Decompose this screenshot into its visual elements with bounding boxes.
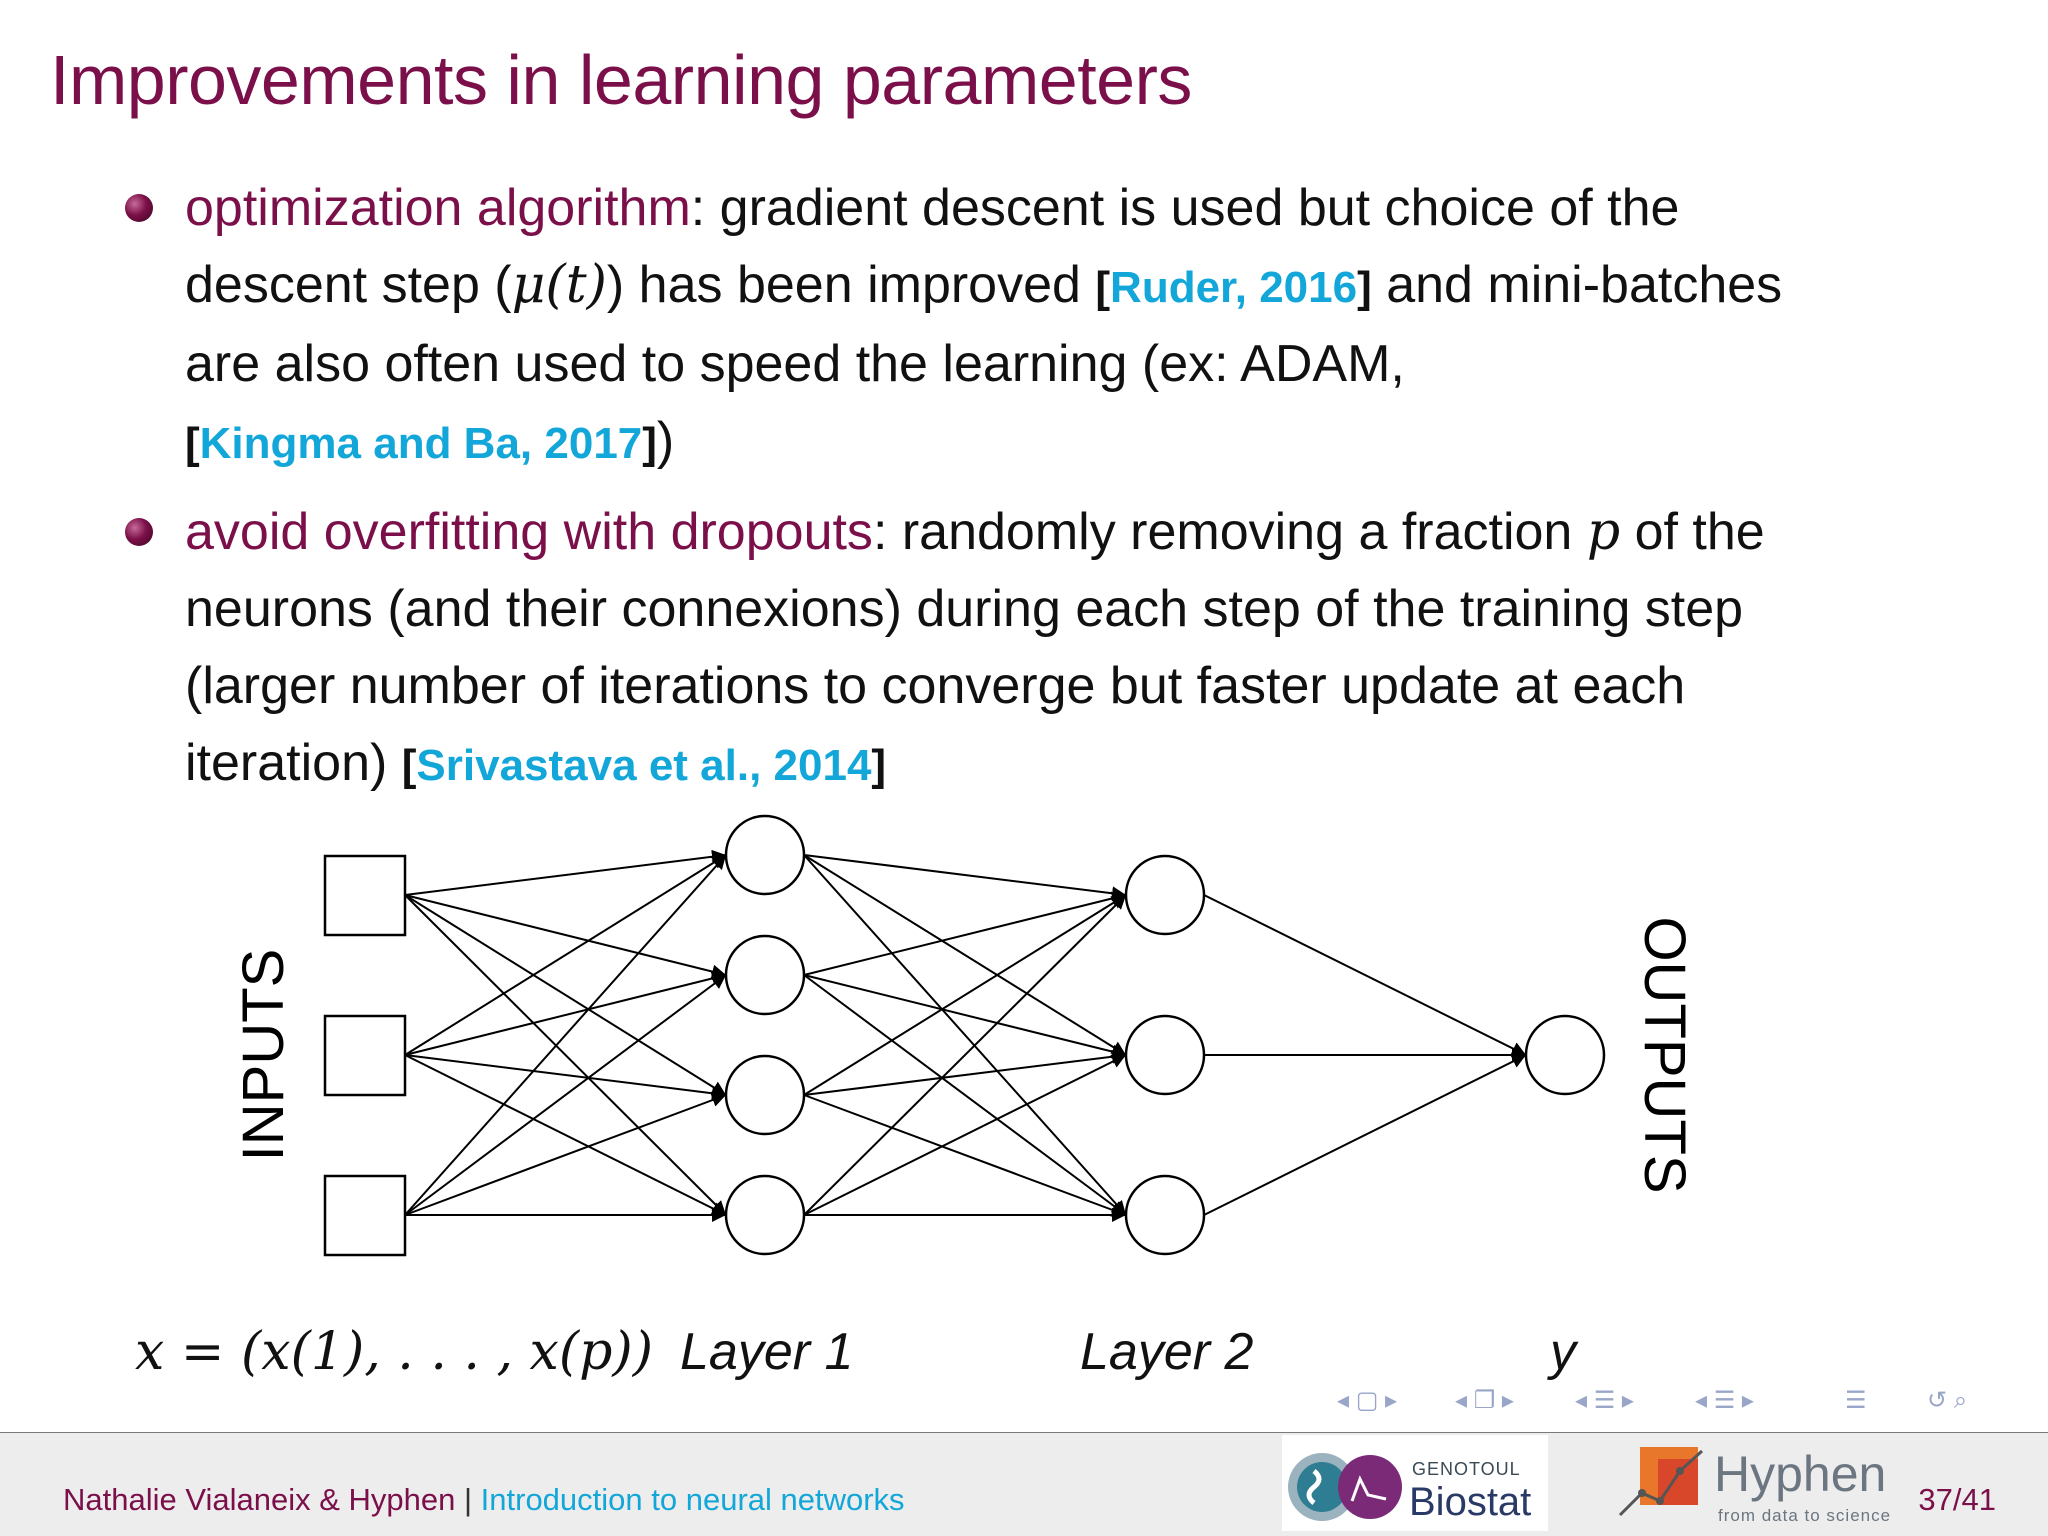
genotoul-biostat-logo: GENOTOUL Biostat [1282, 1435, 1548, 1531]
input-node [323, 1014, 407, 1097]
slide-title: Improvements in learning parameters [50, 41, 1192, 119]
nav-appendix-icon[interactable]: ☰ [1845, 1387, 1867, 1414]
citation-kingma[interactable]: [Kingma and Ba, 2017] [185, 419, 657, 468]
nav-search-icon[interactable]: ↺ ⌕ [1927, 1387, 1968, 1414]
network-edge [1203, 894, 1527, 1056]
network-edge [404, 971, 727, 1056]
bullet-text: (larger number of iterations to converge… [185, 657, 1686, 715]
bullet-text: ) [656, 412, 675, 470]
output-node [1524, 1014, 1606, 1096]
bullet-dot-icon [125, 518, 153, 546]
math-mu-t: μ(t) [511, 255, 607, 315]
network-edge [803, 894, 1127, 1216]
input-node [323, 854, 407, 937]
bullet-keyword: optimization algorithm [185, 179, 691, 237]
network-edge [803, 1094, 1127, 1217]
network-edge [404, 1054, 727, 1101]
network-edge [404, 894, 727, 1216]
bullet-text: iteration) [185, 734, 388, 792]
network-edge [803, 854, 1127, 1056]
network-nodes [323, 814, 1606, 1257]
network-edge [404, 974, 727, 1216]
network-edge [404, 894, 727, 979]
layer1-node [724, 1174, 806, 1256]
nav-section-controls[interactable]: ◂ ☰ ▸ [1575, 1387, 1634, 1414]
inputs-label: INPUTS [231, 949, 296, 1162]
nav-subsection-controls[interactable]: ◂ ❐ ▸ [1455, 1387, 1514, 1414]
network-edge [404, 1054, 727, 1216]
network-edge [803, 1049, 1127, 1096]
network-edge [803, 1054, 1127, 1216]
page-number: 37/41 [1918, 1482, 1996, 1517]
footer-talk-title[interactable]: Introduction to neural networks [480, 1482, 905, 1517]
footer-separator: | [463, 1482, 473, 1517]
hyphen-logo: Hyphen from data to science [1618, 1446, 1891, 1525]
bullet-text: : randomly removing a fraction [872, 503, 1573, 561]
biostat-logo-big-text: Biostat [1409, 1480, 1531, 1524]
network-edges [404, 849, 1527, 1222]
biostat-logo-small-text: GENOTOUL [1412, 1459, 1521, 1479]
input-node [323, 1174, 407, 1257]
layer2-node [1124, 1174, 1206, 1256]
bullet-text: : gradient descent is used but choice of… [690, 179, 1680, 237]
layer2-node [1124, 854, 1206, 936]
bullet-optimization: optimization algorithm: gradient descent… [125, 170, 1985, 482]
citation-srivastava[interactable]: [Srivastava et al., 2014] [401, 741, 887, 790]
footer-authors: Nathalie Vialaneix & Hyphen [63, 1482, 456, 1517]
bullet-text: ) has been improved [606, 256, 1081, 314]
bullet-dropouts: avoid overfitting with dropouts: randoml… [125, 494, 1985, 804]
network-edge [404, 854, 727, 1216]
layer1-node [724, 934, 806, 1016]
layer1-node [724, 1054, 806, 1136]
footer-caption: Nathalie Vialaneix & Hyphen | Introducti… [63, 1482, 905, 1518]
layer2-node [1124, 1014, 1206, 1096]
footer-bar [0, 1433, 2048, 1536]
network-edge [1203, 1054, 1527, 1216]
network-edge [404, 1093, 727, 1216]
network-edge [803, 974, 1127, 1216]
bullet-dot-icon [125, 194, 153, 222]
bullet-text: and mini-batches [1386, 256, 1783, 314]
citation-ruder[interactable]: [Ruder, 2016] [1095, 263, 1372, 312]
network-edge [404, 854, 727, 1056]
output-label: y [1550, 1323, 1576, 1381]
nav-frame-controls[interactable]: ◂ ▢ ▸ [1337, 1387, 1398, 1414]
network-edge [803, 891, 1127, 976]
outputs-label: OUTPUTS [1632, 916, 1697, 1193]
math-p: p [1586, 502, 1621, 562]
layer1-node [724, 814, 806, 896]
bullet-keyword: avoid overfitting with dropouts [185, 503, 873, 561]
bullet-text: are also often used to speed the learnin… [185, 335, 1405, 393]
nav-part-controls[interactable]: ◂ ☰ ▸ [1695, 1387, 1754, 1414]
footer-divider [0, 1432, 2048, 1433]
bullet-text: of the [1634, 503, 1765, 561]
network-edge [404, 894, 727, 1096]
network-edge [803, 974, 1127, 1059]
network-edge [404, 849, 727, 896]
network-edge [803, 894, 1127, 1096]
network-edge [803, 854, 1127, 901]
input-formula: x = (x(1), . . . , x(p)) [135, 1322, 653, 1382]
bullet-text: descent step ( [185, 256, 512, 314]
hyphen-logo-tagline: from data to science [1718, 1506, 1891, 1525]
hyphen-logo-text: Hyphen [1714, 1446, 1886, 1502]
layer2-label: Layer 2 [1080, 1323, 1254, 1381]
layer1-label: Layer 1 [680, 1323, 854, 1381]
bullet-text: neurons (and their connexions) during ea… [185, 580, 1744, 638]
network-edge [803, 854, 1127, 1216]
